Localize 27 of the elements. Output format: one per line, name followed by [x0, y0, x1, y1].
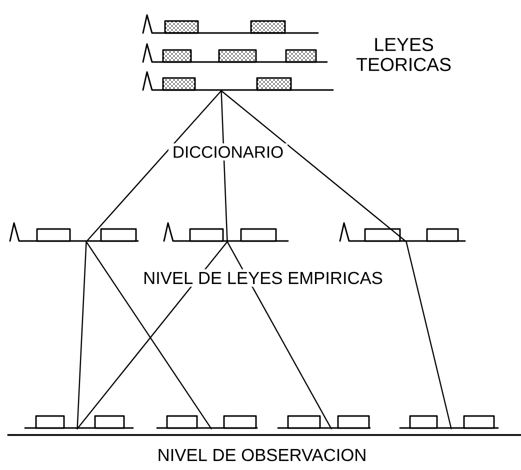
connector-line	[86, 241, 212, 430]
waveform-drawing	[142, 20, 328, 63]
connector-line	[76, 241, 87, 430]
waveform-drawing	[218, 49, 257, 63]
waveform-drawing	[24, 415, 134, 429]
waveform-drawing	[339, 222, 466, 242]
connector-line	[220, 90, 228, 242]
connector-line	[220, 90, 407, 242]
connector-line	[76, 241, 228, 430]
connector-line	[86, 90, 222, 242]
waveform-drawing	[277, 415, 371, 429]
connector-line	[406, 241, 452, 430]
waveform-drawing	[156, 415, 258, 429]
level-label: NIVEL DE OBSERVACION	[153, 446, 371, 464]
level-label: LEYES TEORICAS	[356, 38, 451, 72]
waveform-drawing	[163, 222, 289, 242]
waveform-drawing	[162, 77, 196, 91]
waveform-drawing	[142, 14, 319, 34]
connector-line	[226, 241, 332, 430]
level-label: DICCIONARIO	[168, 143, 288, 161]
waveform-drawing	[9, 222, 139, 242]
waveform-drawing	[142, 49, 334, 91]
waveform-drawing	[256, 77, 292, 91]
level-label: NIVEL DE LEYES EMPIRICAS	[139, 269, 387, 287]
waveform-drawing	[399, 415, 499, 429]
waveform-drawing	[162, 49, 192, 63]
waveform-drawing	[164, 20, 199, 34]
